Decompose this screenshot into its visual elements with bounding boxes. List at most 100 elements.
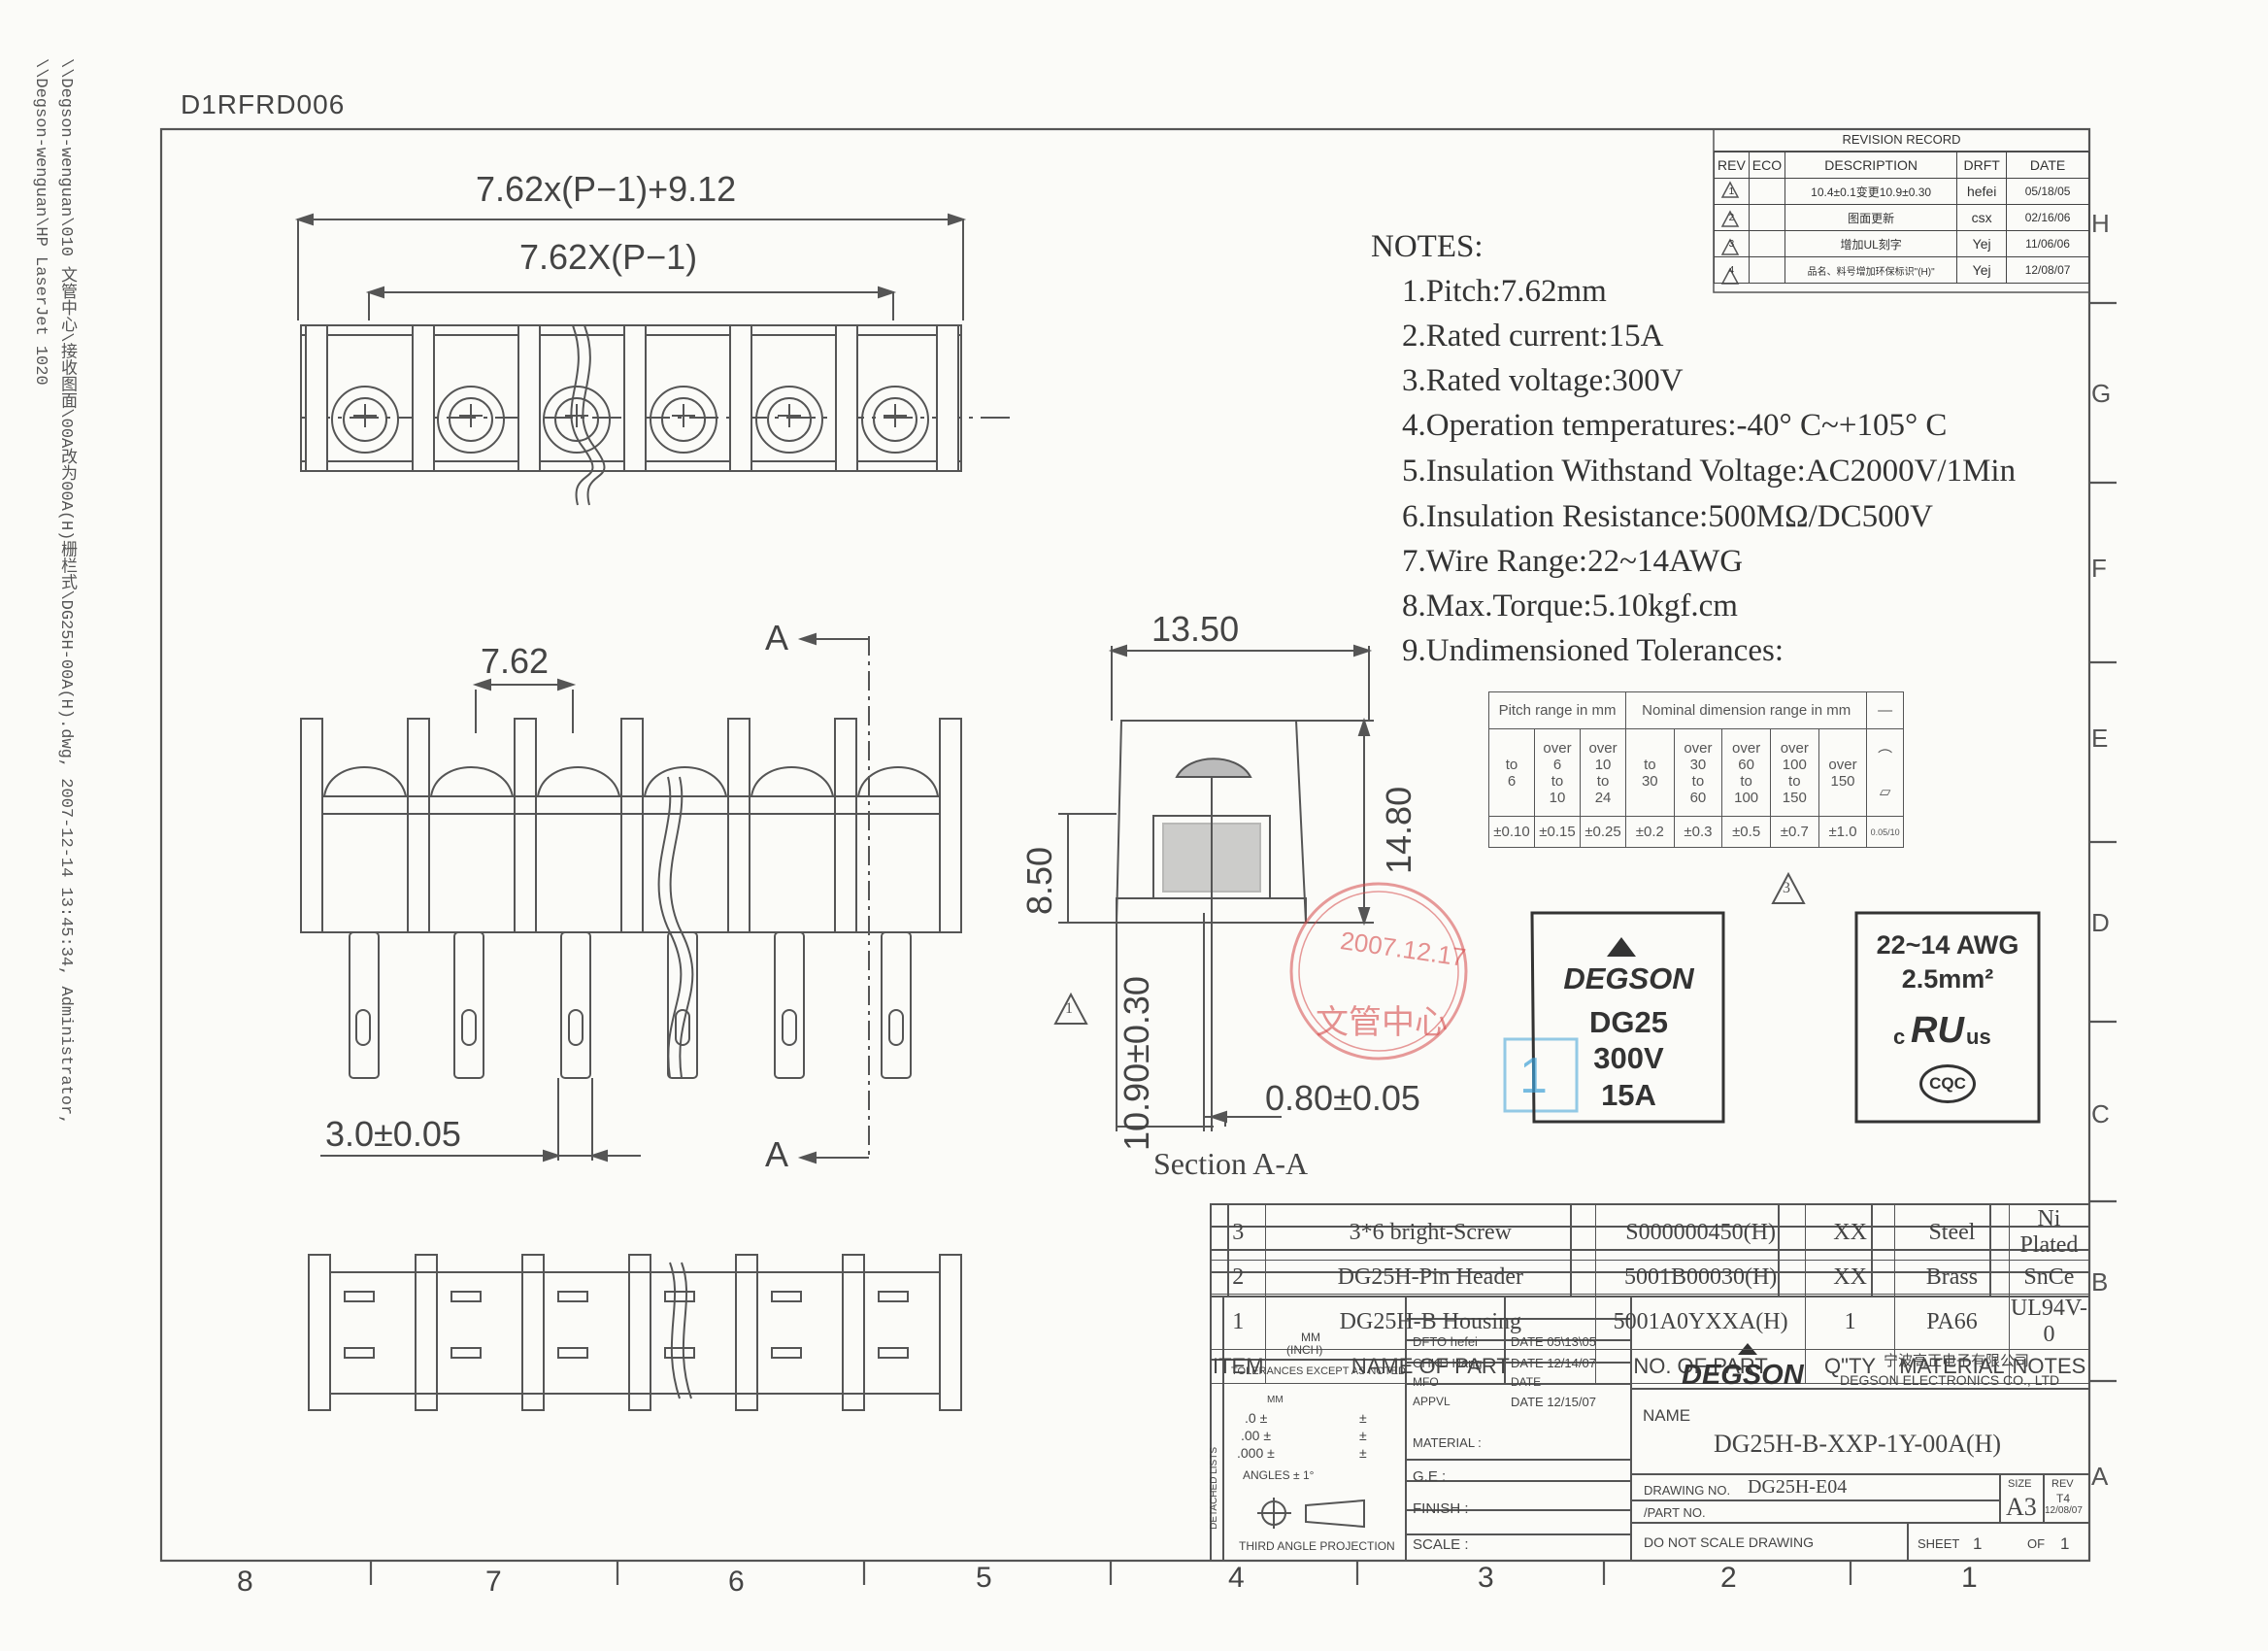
- dim-height-1: 14.80: [1379, 786, 1418, 874]
- zone-bottom-6: 6: [728, 1566, 745, 1598]
- rev-date: 02/16/06: [2006, 204, 2089, 231]
- bom-no: 5001B00030(H): [1595, 1260, 1807, 1295]
- rev-eco: [1748, 230, 1786, 257]
- note-2: 2.Rated current:15A: [1402, 319, 1664, 354]
- note-9: 9.Undimensioned Tolerances:: [1402, 633, 1784, 668]
- tol-value: ±0.2: [1625, 816, 1675, 848]
- bom-notes: Ni Plated: [2008, 1204, 2090, 1261]
- tb-rev-label: REV: [2051, 1478, 2074, 1490]
- bom-name: DG25H-B Housing: [1264, 1294, 1597, 1350]
- bottom-view: [308, 1254, 962, 1411]
- tb-company-cn: 宁波高正电子有限公司: [1884, 1353, 2030, 1369]
- tb-pm-2: ±: [1359, 1428, 1367, 1443]
- zone-right-d: D: [2091, 908, 2110, 937]
- label-current: 15A: [1601, 1078, 1656, 1112]
- label-left-box: [1530, 911, 1725, 1124]
- tol-value: 0.05/10: [1866, 816, 1904, 848]
- dim-pin-width: 0.80±0.05: [1265, 1078, 1420, 1118]
- rev-desc: 增加UL刻字: [1784, 230, 1958, 257]
- bom-material: Brass: [1894, 1260, 2010, 1295]
- tol-header-dash: —: [1866, 691, 1904, 729]
- tb-of-label: OF: [2027, 1536, 2046, 1551]
- rev-triangle-4-cell: 4: [1714, 256, 1750, 284]
- cqc-mark-icon: CQC: [1919, 1064, 1976, 1103]
- tb-chkd-date: DATE 12/14/07: [1511, 1356, 1596, 1370]
- bom-header-qty: Q"TY: [1805, 1349, 1896, 1384]
- bom-notes: UL94V-0: [2008, 1294, 2090, 1350]
- tb-drawing-no: DG25H-E04: [1748, 1476, 1848, 1498]
- zone-right-g: G: [2091, 379, 2112, 408]
- dim-height-2: 8.50: [1019, 846, 1059, 915]
- note-5: 5.Insulation Withstand Voltage:AC2000V/1…: [1402, 454, 2017, 489]
- note-8: 8.Max.Torque:5.10kgf.cm: [1402, 589, 1738, 623]
- bom-header-material: MATERIAL: [1894, 1349, 2010, 1384]
- zone-bottom-5: 5: [976, 1562, 992, 1594]
- tb-company-en: DEGSON ELECTRONICS CO., LTD: [1840, 1372, 2060, 1388]
- note-4: 4.Operation temperatures:-40° C~+105° C: [1402, 408, 1948, 443]
- rev-drft: csx: [1956, 204, 2008, 231]
- dim-pitch: 7.62: [481, 641, 550, 681]
- zone-bottom-7: 7: [485, 1566, 502, 1598]
- tol-symbols: ⌒▱: [1866, 728, 1904, 817]
- tb-finish: FINISH :: [1413, 1500, 1469, 1517]
- zone-bottom-8: 8: [237, 1566, 253, 1598]
- tol-value: ±1.0: [1818, 816, 1868, 848]
- tb-t00: .00 ±: [1241, 1428, 1272, 1443]
- tb-detached: DETACHED LISTS: [1209, 1447, 1219, 1530]
- rev-triangle-3: [1771, 871, 1806, 904]
- dim-pitch-total: 7.62X(P−1): [519, 237, 698, 277]
- dim-width: 13.50: [1151, 609, 1240, 649]
- revision-record: REVISION RECORD REV ECO DESCRIPTION DRFT…: [1714, 129, 2089, 284]
- bom-no: 5001A0YXXA(H): [1595, 1294, 1807, 1350]
- label-ul-c: c: [1893, 1025, 1906, 1049]
- tb-drawing-no-label: DRAWING NO.: [1644, 1483, 1731, 1498]
- tb-material: MATERIAL :: [1413, 1435, 1482, 1450]
- zone-bottom-1: 1: [1961, 1562, 1978, 1594]
- label-model: DG25: [1589, 1005, 1668, 1039]
- tb-dfto-date: DATE 05\13\05: [1511, 1334, 1596, 1349]
- rev-triangle-1: [1053, 992, 1088, 1025]
- bom-qty: XX: [1805, 1260, 1896, 1295]
- tb-pm-3: ±: [1359, 1445, 1367, 1461]
- zone-right-h: H: [2091, 209, 2110, 238]
- tb-no-scale: DO NOT SCALE DRAWING: [1644, 1534, 1815, 1550]
- rev-eco: [1748, 204, 1786, 231]
- rev-date: 05/18/05: [2006, 178, 2089, 205]
- tb-inch: (INCH): [1286, 1343, 1323, 1357]
- label-brand: DEGSON: [1563, 961, 1694, 995]
- bom-name: DG25H-Pin Header: [1264, 1260, 1597, 1295]
- bom-header-notes: NOTES: [2008, 1349, 2090, 1384]
- label-right-box: [1854, 911, 2041, 1124]
- tb-appvl-date: DATE 12/15/07: [1511, 1395, 1596, 1409]
- zone-right-f: F: [2091, 554, 2107, 583]
- note-3: 3.Rated voltage:300V: [1402, 363, 1684, 398]
- tol-value: ±0.15: [1534, 816, 1582, 848]
- bom-material: Steel: [1894, 1204, 2010, 1261]
- tb-sheet: 1: [1973, 1534, 1983, 1553]
- tb-ge: G.E :: [1413, 1468, 1447, 1485]
- rev-desc: 品名、料号增加环保标识"(H)": [1784, 256, 1958, 284]
- tb-part-no-label: /PART NO.: [1644, 1505, 1706, 1520]
- section-view: [1058, 644, 1374, 1131]
- rev-desc: 10.4±0.1变更10.9±0.30: [1784, 178, 1958, 205]
- rev-header-rev: REV: [1714, 152, 1750, 179]
- bom-item: 2: [1211, 1260, 1266, 1295]
- bom-name: 3*6 bright-Screw: [1264, 1204, 1597, 1261]
- front-view: [300, 632, 962, 1164]
- tol-value: ±0.7: [1769, 816, 1819, 848]
- tb-chkd: CHKD Hang: [1413, 1356, 1483, 1370]
- revision-block: [1713, 128, 2090, 293]
- bom-header-row: ITEM NAME OF PART NO. OF PART Q"TY MATER…: [1211, 1349, 2090, 1384]
- zone-bottom-3: 3: [1478, 1562, 1494, 1594]
- note-6: 6.Insulation Resistance:500MΩ/DC500V: [1402, 499, 1933, 534]
- bom-material: PA66: [1894, 1294, 2010, 1350]
- rev-header-desc: DESCRIPTION: [1784, 152, 1958, 179]
- label-awg: 22~14 AWG: [1876, 930, 2019, 960]
- zone-right-c: C: [2091, 1099, 2110, 1129]
- bom-no: S000000450(H): [1595, 1204, 1807, 1261]
